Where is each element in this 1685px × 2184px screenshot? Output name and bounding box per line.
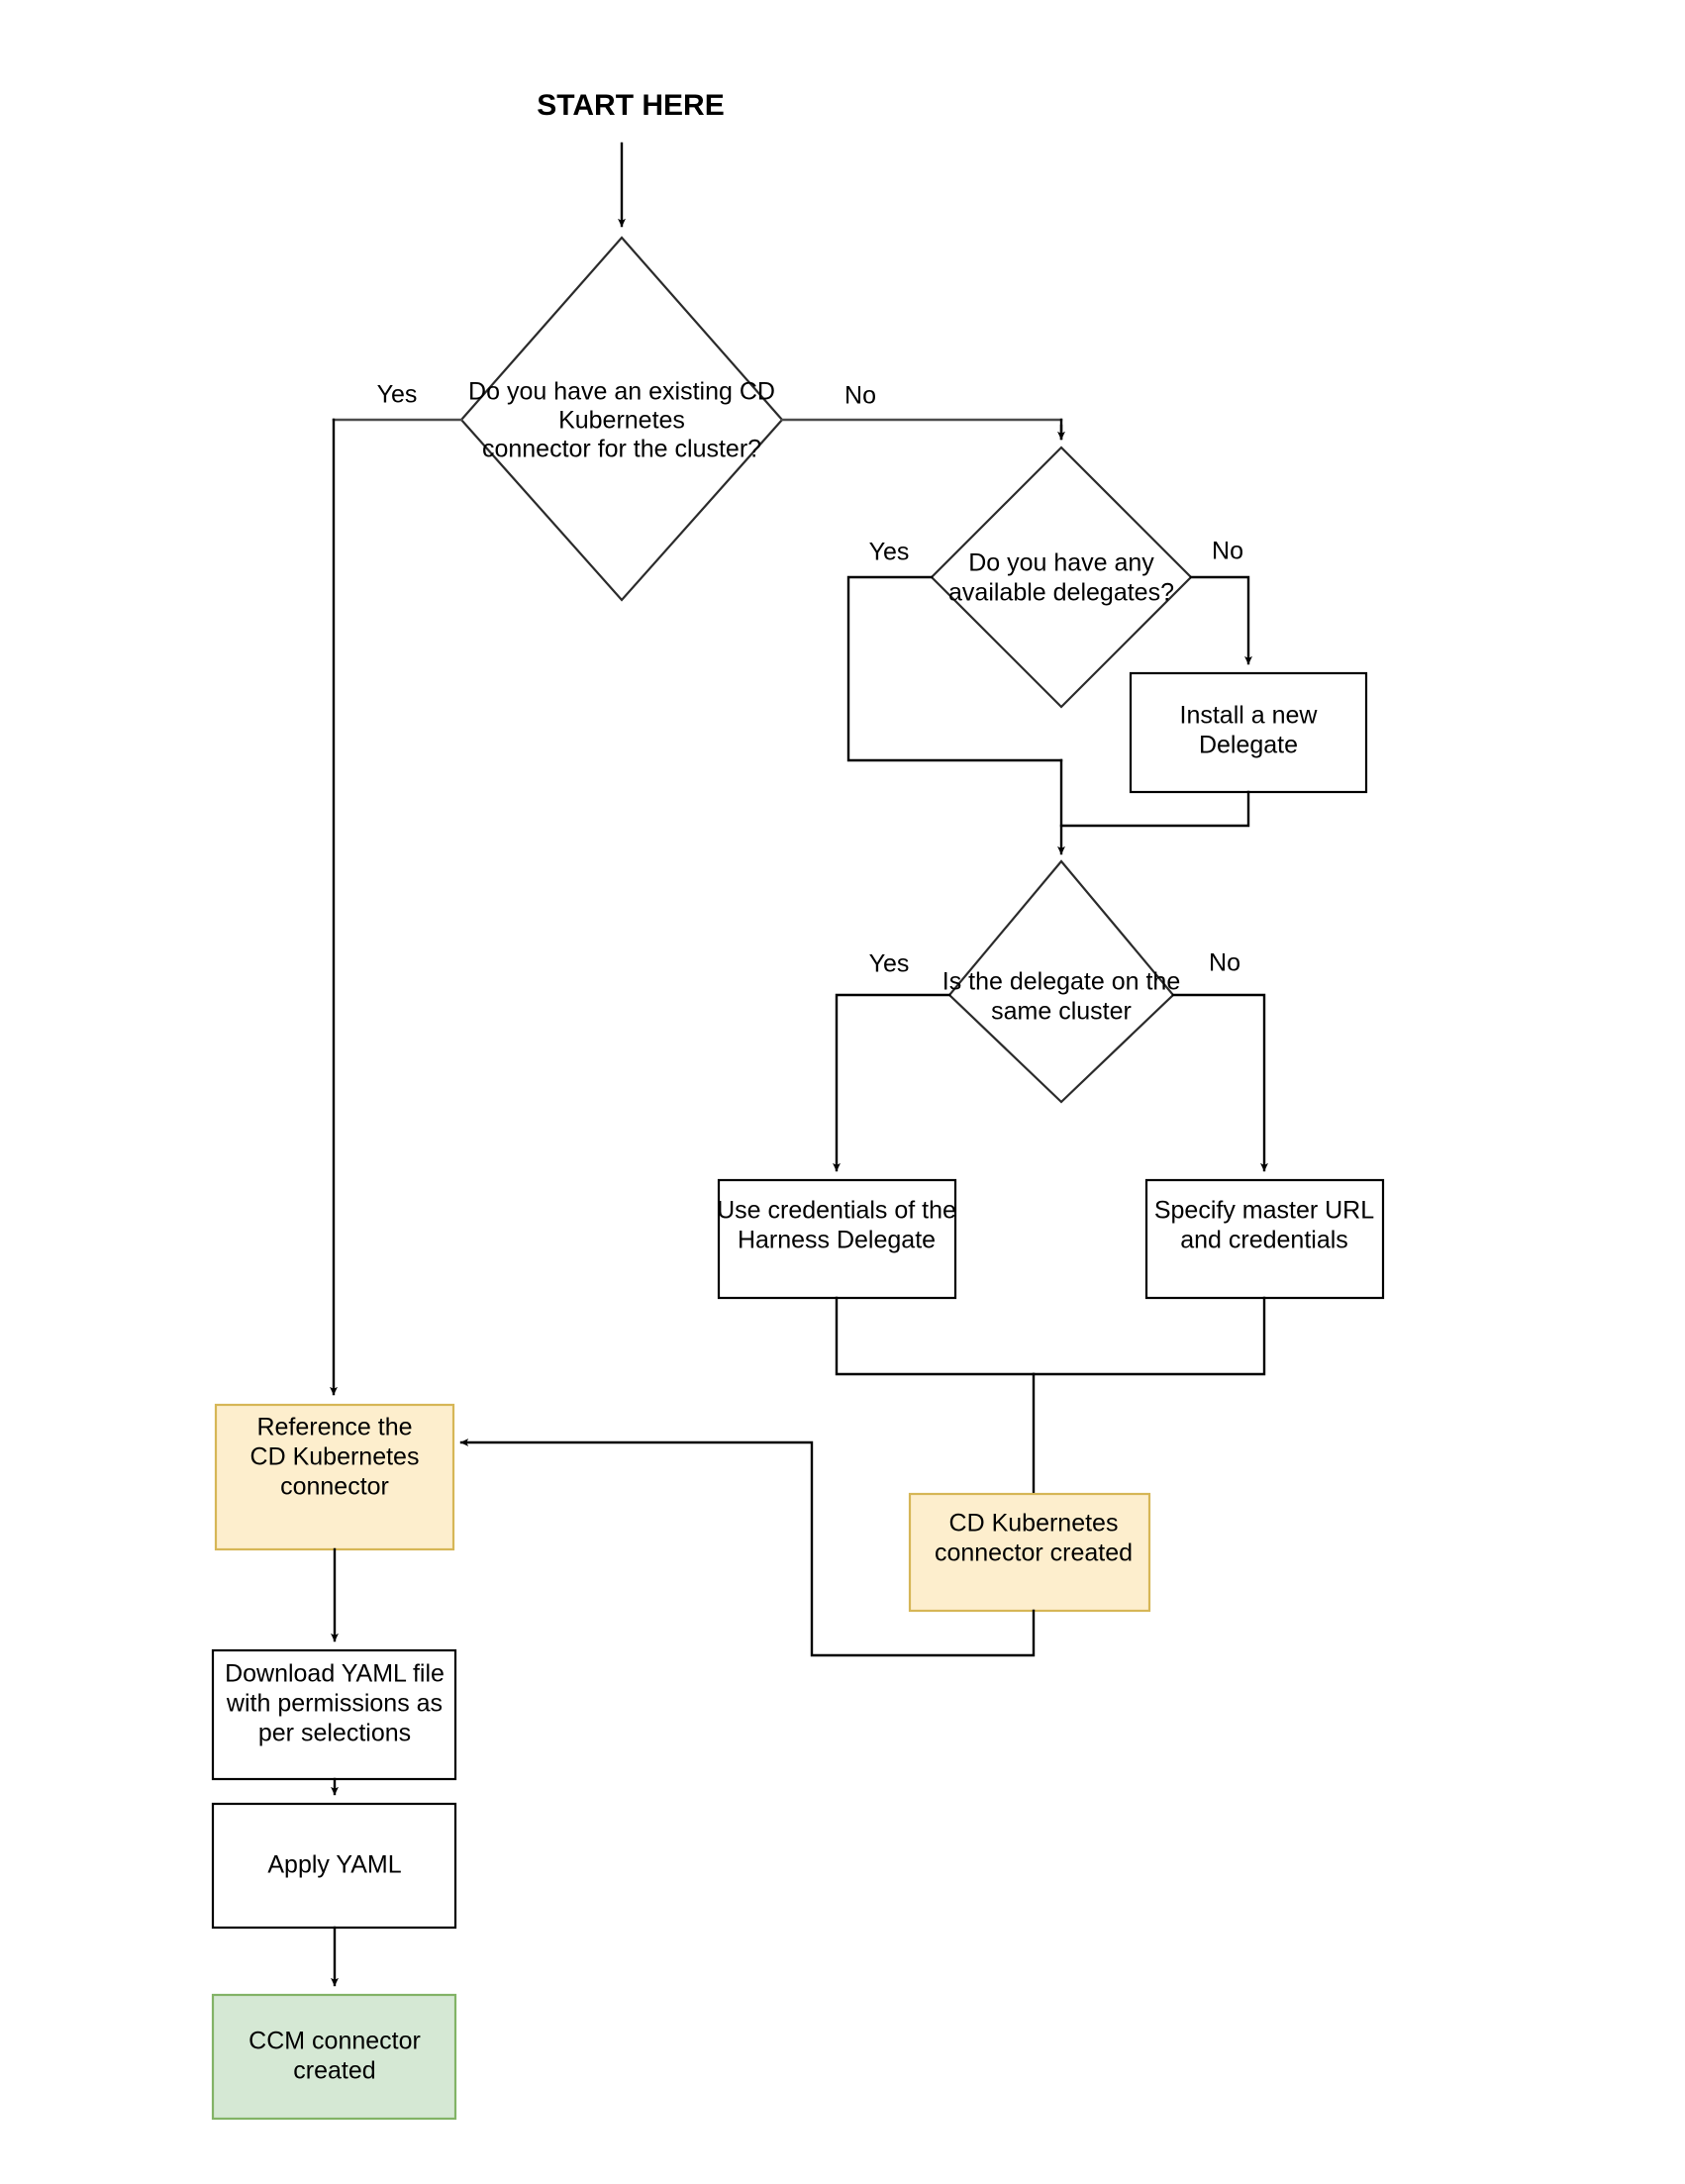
decision-existing-cd-connector-line3: connector for the cluster? <box>482 436 761 463</box>
terminal-ccm-connector-created-line2: created <box>293 2057 375 2085</box>
terminal-cd-connector-created-line2: connector created <box>935 1539 1133 1567</box>
start-here-label: START HERE <box>537 89 724 122</box>
process-reference-cd-connector-line3: connector <box>280 1473 389 1501</box>
edge-label-decision1-yes: Yes <box>377 381 418 409</box>
process-install-new-delegate-line1: Install a new <box>1180 702 1319 730</box>
terminal-ccm-connector-created[interactable] <box>211 1993 457 2121</box>
edge-label-decision3-yes: Yes <box>869 950 910 978</box>
process-install-new-delegate-line2: Delegate <box>1199 732 1298 759</box>
decision-available-delegates[interactable] <box>930 446 1193 709</box>
process-specify-master-url-line2: and credentials <box>1180 1227 1348 1254</box>
edge-label-decision2-yes: Yes <box>869 539 910 566</box>
edge-label-decision1-no: No <box>844 382 876 410</box>
process-use-harness-delegate-credentials-line1: Use credentials of the <box>717 1197 956 1225</box>
decision-available-delegates-line2: available delegates? <box>948 579 1174 607</box>
process-use-harness-delegate-credentials-line2: Harness Delegate <box>738 1227 936 1254</box>
edge-decision3-no-path <box>1171 993 1268 1172</box>
process-specify-master-url-line1: Specify master URL <box>1154 1197 1374 1225</box>
decision-available-delegates-line1: Do you have any <box>968 549 1154 577</box>
terminal-cd-connector-created[interactable] <box>908 1492 1151 1613</box>
terminal-cd-connector-created-line1: CD Kubernetes <box>949 1510 1119 1538</box>
edge-decision2-no-path <box>1189 575 1252 665</box>
decision-delegate-same-cluster-line2: same cluster <box>991 998 1132 1026</box>
process-apply-yaml[interactable] <box>211 1802 457 1930</box>
edge-install-delegate-to-merge <box>1059 790 1250 828</box>
edge-label-decision3-no: No <box>1209 949 1240 977</box>
process-download-yaml-line2: with permissions as <box>226 1690 443 1718</box>
decision-existing-cd-connector-line1: Do you have an existing CD <box>468 378 775 406</box>
edge-label-decision2-no: No <box>1212 538 1243 565</box>
edge-specify-url-to-merge <box>1032 1296 1266 1376</box>
edge-decision3-yes-path <box>833 993 951 1172</box>
process-apply-yaml-line1: Apply YAML <box>267 1851 401 1879</box>
decision-delegate-same-cluster-line1: Is the delegate on the <box>942 968 1180 996</box>
process-reference-cd-connector[interactable] <box>214 1403 455 1551</box>
edge-decision2-yes-path <box>846 575 1063 762</box>
decision-existing-cd-connector[interactable] <box>459 236 784 602</box>
process-reference-cd-connector-line2: CD Kubernetes <box>250 1443 420 1471</box>
edge-use-credentials-to-merge <box>835 1296 1036 1376</box>
decision-existing-cd-connector-line2: Kubernetes <box>558 407 685 435</box>
process-install-new-delegate[interactable] <box>1129 671 1368 794</box>
process-reference-cd-connector-line1: Reference the <box>256 1414 412 1441</box>
terminal-ccm-connector-created-line1: CCM connector <box>248 2028 421 2055</box>
process-download-yaml-line1: Download YAML file <box>225 1660 445 1688</box>
decision-delegate-same-cluster[interactable] <box>947 859 1175 1104</box>
process-download-yaml-line3: per selections <box>258 1720 411 1747</box>
process-use-harness-delegate-credentials[interactable] <box>717 1178 957 1300</box>
process-specify-master-url[interactable] <box>1144 1178 1385 1300</box>
edge-cd-connector-created-to-reference <box>459 1439 1036 1657</box>
